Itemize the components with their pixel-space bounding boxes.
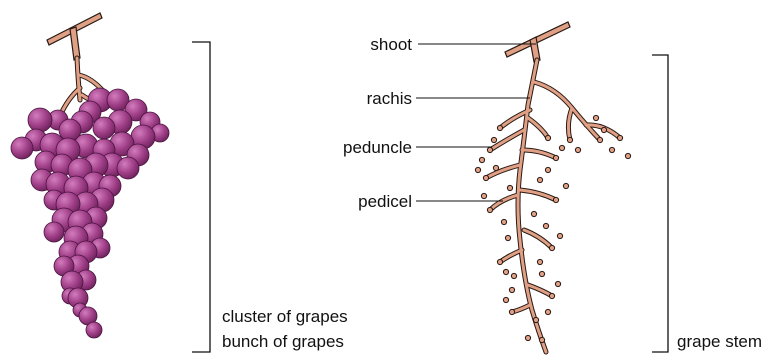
stem-branches — [486, 60, 620, 352]
pedicel-tip — [487, 147, 492, 152]
label-shoot: shoot — [370, 35, 412, 54]
pedicel-tip — [593, 115, 598, 120]
grape-berries — [11, 88, 169, 338]
pedicel-tip — [549, 293, 554, 298]
pedicel-tip — [481, 193, 486, 198]
pedicel-tip — [549, 245, 554, 250]
pedicel-tip — [525, 335, 530, 340]
pedicel-tip — [501, 219, 506, 224]
stem-branch — [486, 165, 520, 178]
pedicel-tip — [539, 337, 544, 342]
pedicel-tip — [511, 273, 516, 278]
stem-branch — [500, 250, 522, 262]
pedicel-tip — [475, 167, 480, 172]
pedicel-tip — [503, 269, 508, 274]
pedicel-tip — [625, 153, 630, 158]
stem-branch — [528, 118, 548, 138]
grape-berry — [117, 157, 139, 179]
pedicel-tip — [557, 233, 562, 238]
pedicel-tip — [617, 135, 622, 140]
pedicel-tip — [609, 147, 614, 152]
pedicel-tip — [555, 281, 560, 286]
grape-berry — [28, 108, 52, 132]
pedicel-tip — [497, 125, 502, 130]
grape-berry — [93, 117, 115, 139]
pedicel-tip — [545, 135, 550, 140]
grape-berry — [86, 322, 102, 338]
caption-bunch-of-grapes: bunch of grapes — [222, 332, 344, 351]
caption-grape-stem: grape stem — [677, 332, 762, 351]
cluster-bracket — [192, 42, 210, 352]
pedicel-tip — [543, 223, 548, 228]
pedicel-tip — [483, 175, 488, 180]
pedicel-tip — [575, 147, 580, 152]
stem-branch — [528, 285, 552, 296]
label-rachis: rachis — [367, 89, 412, 108]
stem-pedicels — [475, 115, 630, 342]
pedicel-tip — [567, 137, 572, 142]
pedicel-tip — [597, 137, 602, 142]
caption-cluster-of-grapes: cluster of grapes — [222, 307, 348, 326]
pedicel-tip — [601, 127, 606, 132]
pedicel-tip — [497, 259, 502, 264]
pedicel-tip — [493, 165, 498, 170]
pedicel-tip — [537, 259, 542, 264]
grape-stem-illustration — [475, 22, 630, 352]
stem-branches-outline — [486, 60, 620, 352]
pedicel-tip — [505, 235, 510, 240]
pedicel-tip — [559, 145, 564, 150]
pedicel-tip — [537, 177, 542, 182]
pedicel-tip — [563, 183, 568, 188]
cluster-shoot — [47, 13, 102, 60]
pedicel-tip — [507, 185, 512, 190]
pedicel-tip — [479, 157, 484, 162]
pedicel-tip — [487, 207, 492, 212]
pedicel-tip — [531, 211, 536, 216]
pedicel-tip — [509, 287, 514, 292]
label-pedicel: pedicel — [358, 192, 412, 211]
pedicel-tip — [509, 309, 514, 314]
pedicel-tip — [533, 317, 538, 322]
grape-berry — [44, 222, 64, 242]
grape-berry — [11, 137, 33, 159]
stem-shoot — [505, 22, 570, 62]
stem-bracket — [652, 55, 668, 352]
pedicel-tip — [503, 297, 508, 302]
pedicel-tip — [553, 197, 558, 202]
grape-cluster-illustration — [11, 13, 169, 338]
pedicel-tip — [553, 155, 558, 160]
pedicel-tip — [545, 167, 550, 172]
pedicel-tip — [491, 137, 496, 142]
pedicel-tip — [545, 309, 550, 314]
pedicel-tip — [539, 271, 544, 276]
label-peduncle: peduncle — [343, 138, 412, 157]
